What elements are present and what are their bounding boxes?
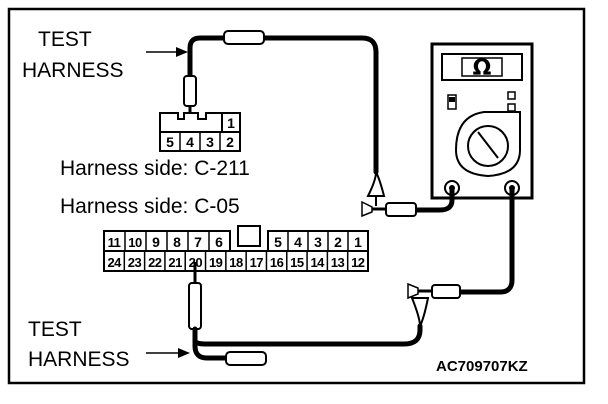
c05-pin-17: 17: [250, 255, 264, 270]
alligator-clip-top: [361, 171, 417, 218]
c05-pin-12: 12: [351, 255, 365, 270]
c05-pin-7: 7: [194, 234, 202, 250]
c05-pin-11: 11: [108, 235, 121, 250]
c05-pin-16: 16: [270, 255, 284, 270]
ohmmeter: Ω: [430, 42, 534, 200]
harness-side-c211-label: Harness side: C-211: [60, 157, 250, 180]
c05-pin-6: 6: [215, 234, 223, 250]
c05-pin-3: 3: [314, 234, 322, 250]
meter-lead-left: [411, 187, 455, 213]
c211-pin-3: 3: [206, 134, 214, 150]
c211-pin-1: 1: [227, 115, 235, 131]
c05-pin-14: 14: [310, 255, 325, 270]
diagram-frame: [7, 7, 586, 385]
top-harness-wire: [187, 35, 231, 81]
c05-pin-23: 23: [128, 255, 142, 270]
c05-pin-1: 1: [354, 234, 362, 250]
c211-probe-body: [183, 75, 197, 107]
top-harness-long-wire: [225, 35, 379, 175]
c05-pin-9: 9: [152, 234, 160, 250]
bottom-harness-wire: [192, 326, 231, 361]
c211-pin-4: 4: [186, 134, 194, 150]
arrow-bottom: [146, 348, 190, 358]
c05-pin-8: 8: [173, 234, 181, 250]
test-harness-top-line2: HARNESS: [22, 59, 124, 82]
c05-pin-4: 4: [294, 234, 302, 250]
alligator-clip-bottom: [407, 282, 461, 327]
c05-pin-22: 22: [148, 255, 162, 270]
test-harness-top-line1: TEST: [38, 28, 92, 51]
c05-pin-5: 5: [274, 234, 282, 250]
c05-pin-24: 24: [107, 255, 122, 270]
test-harness-bottom-line2: HARNESS: [28, 348, 130, 371]
arrow-top: [146, 47, 188, 57]
top-harness-plug: [223, 30, 265, 45]
harness-side-c05-label: Harness side: C-05: [60, 195, 240, 218]
c05-pin-18: 18: [229, 255, 243, 270]
connector-c05: 11 10 9 8 7 6 5 4 3 2 1 24 23 22 21 20 1…: [103, 225, 369, 272]
c05-pin-15: 15: [290, 255, 304, 270]
figure-code: AC709707KZ: [436, 358, 528, 375]
connector-c211: 1 5 4 3 2: [159, 112, 241, 152]
ohm-symbol: Ω: [473, 56, 492, 81]
c211-pin-2: 2: [226, 134, 234, 150]
bottom-harness-long-wire: [192, 323, 423, 347]
c05-pin-10: 10: [128, 235, 142, 250]
bottom-harness-plug: [225, 351, 267, 366]
c05-key: [237, 225, 261, 247]
c05-pin-21: 21: [168, 255, 182, 270]
test-harness-bottom-line1: TEST: [28, 318, 82, 341]
c05-pin-13: 13: [331, 255, 345, 270]
c05-pin-19: 19: [209, 255, 223, 270]
c05-probe-body: [188, 282, 202, 330]
c211-pin-5: 5: [166, 134, 174, 150]
c05-pin-2: 2: [334, 234, 342, 250]
meter-lead-right: [457, 187, 515, 295]
